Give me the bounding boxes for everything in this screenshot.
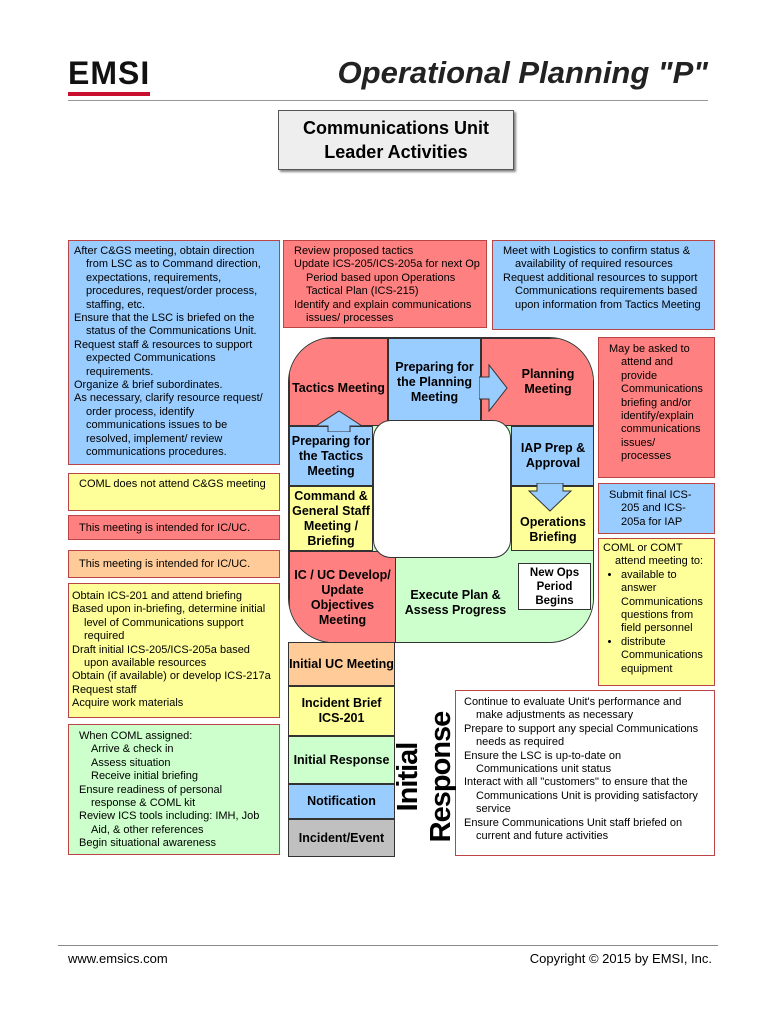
logo-underline [68, 92, 150, 96]
note-planning: May be asked to attend and provide Commu… [598, 337, 715, 478]
new-ops-period-begins: New Ops Period Begins [518, 563, 591, 610]
icuc-objectives-meeting: IC / UC Develop/ Update Objectives Meeti… [289, 551, 396, 642]
initial-response: Initial Response [288, 736, 395, 784]
footer-copyright: Copyright © 2015 by EMSI, Inc. [529, 951, 712, 966]
note-icuc-1: This meeting is intended for IC/UC. [68, 515, 280, 540]
note-cgs: COML does not attend C&GS meeting [68, 473, 280, 511]
preparing-planning-meeting: Preparing for the Planning Meeting [388, 338, 481, 426]
note-logistics: Meet with Logistics to confirm status & … [492, 240, 715, 330]
initial-response-vertical-label: Initial Response [392, 711, 457, 843]
note-ops: COML or COMT attend meeting to: availabl… [598, 538, 715, 686]
emsi-logo: EMSI [68, 55, 151, 91]
title-rule [68, 100, 708, 101]
planning-p: Tactics Meeting Preparing for the Planni… [288, 337, 594, 643]
footer-url[interactable]: www.emsics.com [68, 951, 168, 966]
notification: Notification [288, 784, 395, 819]
footer-rule [58, 945, 718, 946]
command-general-staff-meeting: Command & General Staff Meeting / Briefi… [289, 486, 373, 551]
note-icuc-2: This meeting is intended for IC/UC. [68, 550, 280, 578]
incident-event: Incident/Event [288, 819, 395, 857]
subtitle-box: Communications Unit Leader Activities [278, 110, 514, 170]
note-lsc: After C&GS meeting, obtain direction fro… [68, 240, 280, 465]
incident-brief-ics201: Incident Brief ICS-201 [288, 686, 395, 736]
note-execute: Continue to evaluate Unit's performance … [455, 690, 715, 856]
arrow-right-icon [479, 363, 508, 413]
iap-prep-approval: IAP Prep & Approval [511, 426, 593, 486]
note-iap: Submit final ICS-205 and ICS-205a for IA… [598, 483, 715, 534]
p-center [373, 420, 511, 558]
arrow-up-icon [314, 410, 364, 432]
page-title: Operational Planning "P" [337, 55, 708, 90]
arrow-down-icon [527, 483, 573, 512]
preparing-tactics-meeting: Preparing for the Tactics Meeting [289, 426, 373, 486]
initial-uc-meeting: Initial UC Meeting [288, 642, 395, 686]
